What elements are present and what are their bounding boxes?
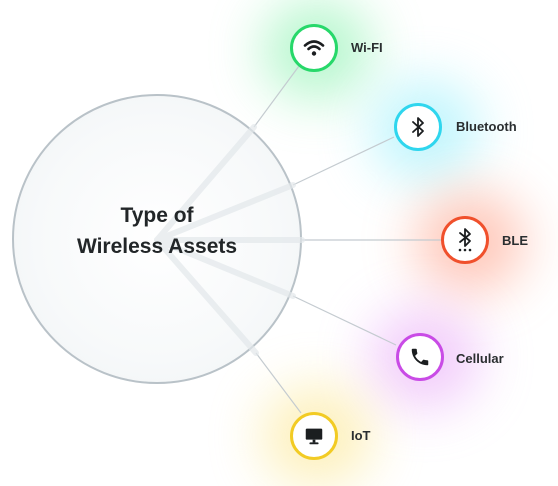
- node-label-bluetooth: Bluetooth: [456, 119, 517, 134]
- hub-ray-cellular: [154, 237, 296, 299]
- connector-iot: [255, 352, 302, 414]
- phone-icon: [411, 348, 429, 366]
- hub-ray-iot: [154, 237, 259, 356]
- node-bluetooth: [394, 103, 442, 151]
- hub-title: Type of Wireless Assets: [12, 200, 302, 262]
- hub-ray-wifi: [154, 124, 257, 243]
- node-iot: [290, 412, 338, 460]
- node-label-cellular: Cellular: [456, 351, 504, 366]
- connector-bluetooth: [292, 136, 395, 186]
- node-label-ble: BLE: [502, 233, 528, 248]
- ble-icon: [458, 228, 472, 252]
- hub-title-line-2: Wireless Assets: [76, 235, 238, 258]
- node-label-iot: IoT: [351, 428, 371, 443]
- node-label-wifi: Wi-FI: [351, 40, 383, 55]
- hub-title-line-1: Type of: [120, 204, 194, 227]
- monitor-icon: [305, 428, 323, 445]
- node-cellular: [396, 333, 444, 381]
- connector-cellular: [292, 295, 397, 346]
- wifi-icon: [303, 40, 325, 56]
- connector-wifi: [253, 65, 300, 128]
- node-wifi: [290, 24, 338, 72]
- node-ble: [441, 216, 489, 264]
- hub-ray-bluetooth: [154, 182, 296, 243]
- bluetooth-icon: [412, 117, 424, 137]
